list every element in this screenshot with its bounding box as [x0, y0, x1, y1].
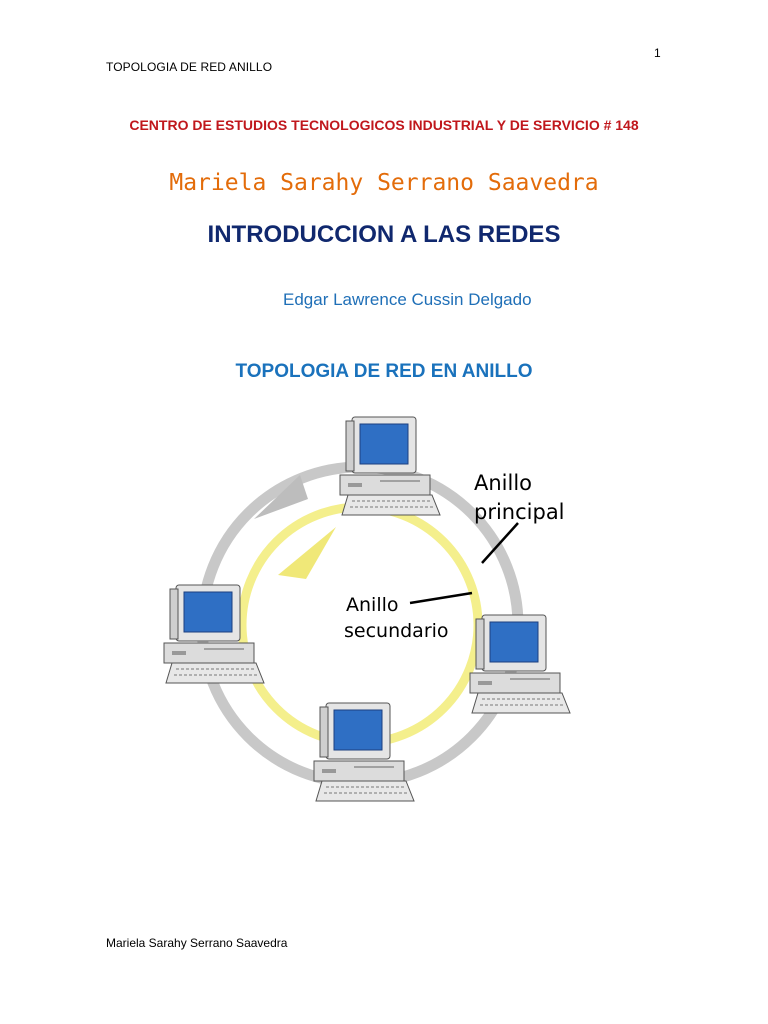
- topic-heading: TOPOLOGIA DE RED EN ANILLO: [235, 361, 533, 382]
- ring-topology-diagram: Anillo principal Anillo secundario: [163, 416, 571, 802]
- course-title: INTRODUCCION A LAS REDES: [207, 221, 561, 248]
- page-number: 1: [654, 46, 661, 60]
- running-header: TOPOLOGIA DE RED ANILLO: [106, 60, 273, 74]
- author-name: Mariela Sarahy Serrano Saavedra: [169, 170, 599, 196]
- footer-author: Mariela Sarahy Serrano Saavedra: [106, 936, 288, 950]
- secondary-ring-arrow: [278, 527, 336, 579]
- teacher-name: Edgar Lawrence Cussin Delgado: [283, 290, 532, 309]
- institution-name: CENTRO DE ESTUDIOS TECNOLOGICOS INDUSTRI…: [129, 117, 639, 133]
- secondary-ring-label-line1: Anillo: [346, 594, 399, 616]
- computer-top: [339, 416, 441, 516]
- computer-bottom: [313, 702, 415, 802]
- secondary-ring-label-line2: secundario: [344, 620, 449, 642]
- primary-ring-arrow: [254, 475, 308, 519]
- computer-right: [469, 614, 571, 714]
- primary-ring-label-line2: principal: [474, 500, 565, 524]
- primary-ring-label-line1: Anillo: [474, 471, 532, 495]
